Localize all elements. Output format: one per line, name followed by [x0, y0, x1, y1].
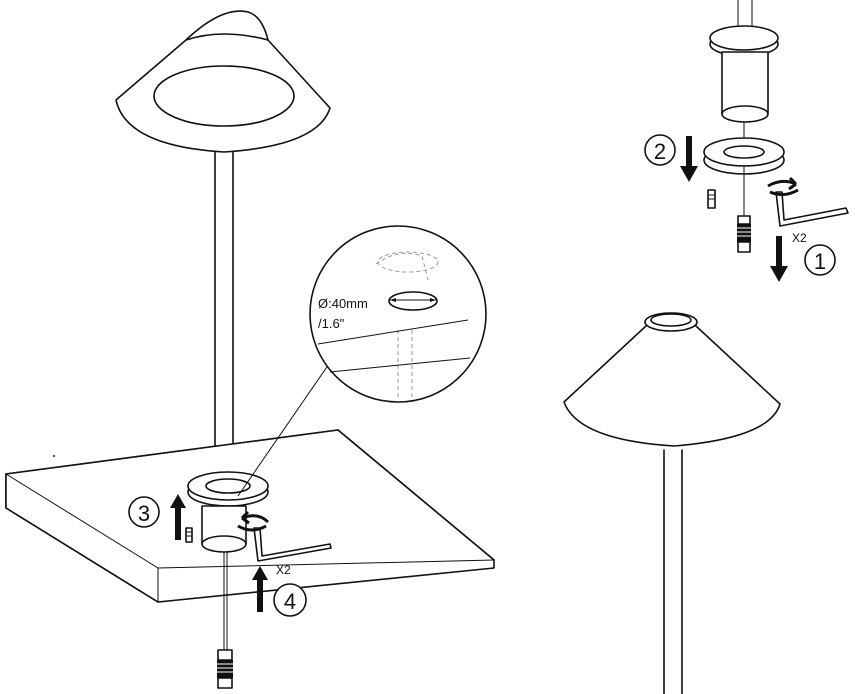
standing-lamp	[563, 312, 781, 694]
rotation-icon	[767, 176, 799, 197]
step-3: 3	[128, 494, 186, 540]
multiplier-top-right: X2	[792, 231, 807, 245]
diameter-label: Ø:40mm	[318, 296, 368, 311]
screw-icon	[185, 527, 193, 543]
step-2-number: 2	[654, 139, 666, 164]
imperial-label: /1.6"	[318, 316, 345, 331]
screw-icon	[707, 189, 716, 209]
multiplier-bottom: X2	[276, 563, 291, 577]
rotation-icon	[237, 510, 270, 532]
disassembly	[703, 0, 849, 253]
lamp-shade	[563, 315, 781, 447]
step-1-number: 1	[814, 249, 826, 274]
connector-plug-icon	[737, 215, 751, 253]
step-3-number: 3	[138, 501, 150, 526]
arrow-up-icon	[170, 494, 186, 540]
step-1: 1 X2	[770, 231, 836, 282]
step-4-number: 4	[284, 589, 296, 614]
arrow-up-icon	[252, 566, 268, 612]
step-2: 2	[644, 134, 698, 182]
mounted-lamp	[115, 10, 331, 449]
arrow-down-icon	[680, 136, 698, 182]
step-4: 4 X2	[252, 563, 307, 617]
connector-plug-icon	[217, 649, 233, 689]
allen-key-icon	[775, 191, 849, 227]
detail-callout: Ø:40mm /1.6"	[309, 225, 487, 403]
arrow-down-icon	[770, 236, 788, 282]
mount-assembly	[185, 471, 332, 689]
